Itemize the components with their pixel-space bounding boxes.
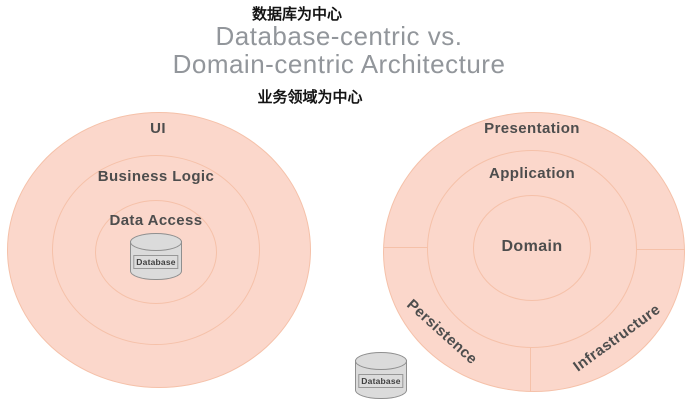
database-cylinder-icon: Database xyxy=(130,233,182,287)
ui-label: UI xyxy=(150,120,166,137)
ring-divider-left xyxy=(384,247,428,248)
business-logic-label: Business Logic xyxy=(97,168,215,185)
cylinder-top xyxy=(130,233,182,251)
left-middle-ring xyxy=(52,155,260,345)
database-cylinder-icon: Database xyxy=(355,352,407,405)
domain-label: Domain xyxy=(501,238,563,255)
ring-divider-bottom xyxy=(530,347,531,392)
presentation-label: Presentation xyxy=(484,120,580,137)
bottom-annotation: 业务领域为中心 xyxy=(257,88,363,106)
database-label: Database xyxy=(133,255,179,269)
title-line-1: Database-centric vs. xyxy=(215,21,463,51)
application-label: Application xyxy=(488,165,576,182)
database-label: Database xyxy=(358,374,404,388)
diagram-title: Database-centric vs. Domain-centric Arch… xyxy=(173,22,506,78)
cylinder-top xyxy=(355,352,407,370)
data-access-label: Data Access xyxy=(109,212,203,229)
title-line-2: Domain-centric Architecture xyxy=(172,49,506,79)
ring-divider-right xyxy=(636,249,685,250)
top-annotation: 数据库为中心 xyxy=(251,5,343,23)
right-inner-ring xyxy=(473,195,591,301)
